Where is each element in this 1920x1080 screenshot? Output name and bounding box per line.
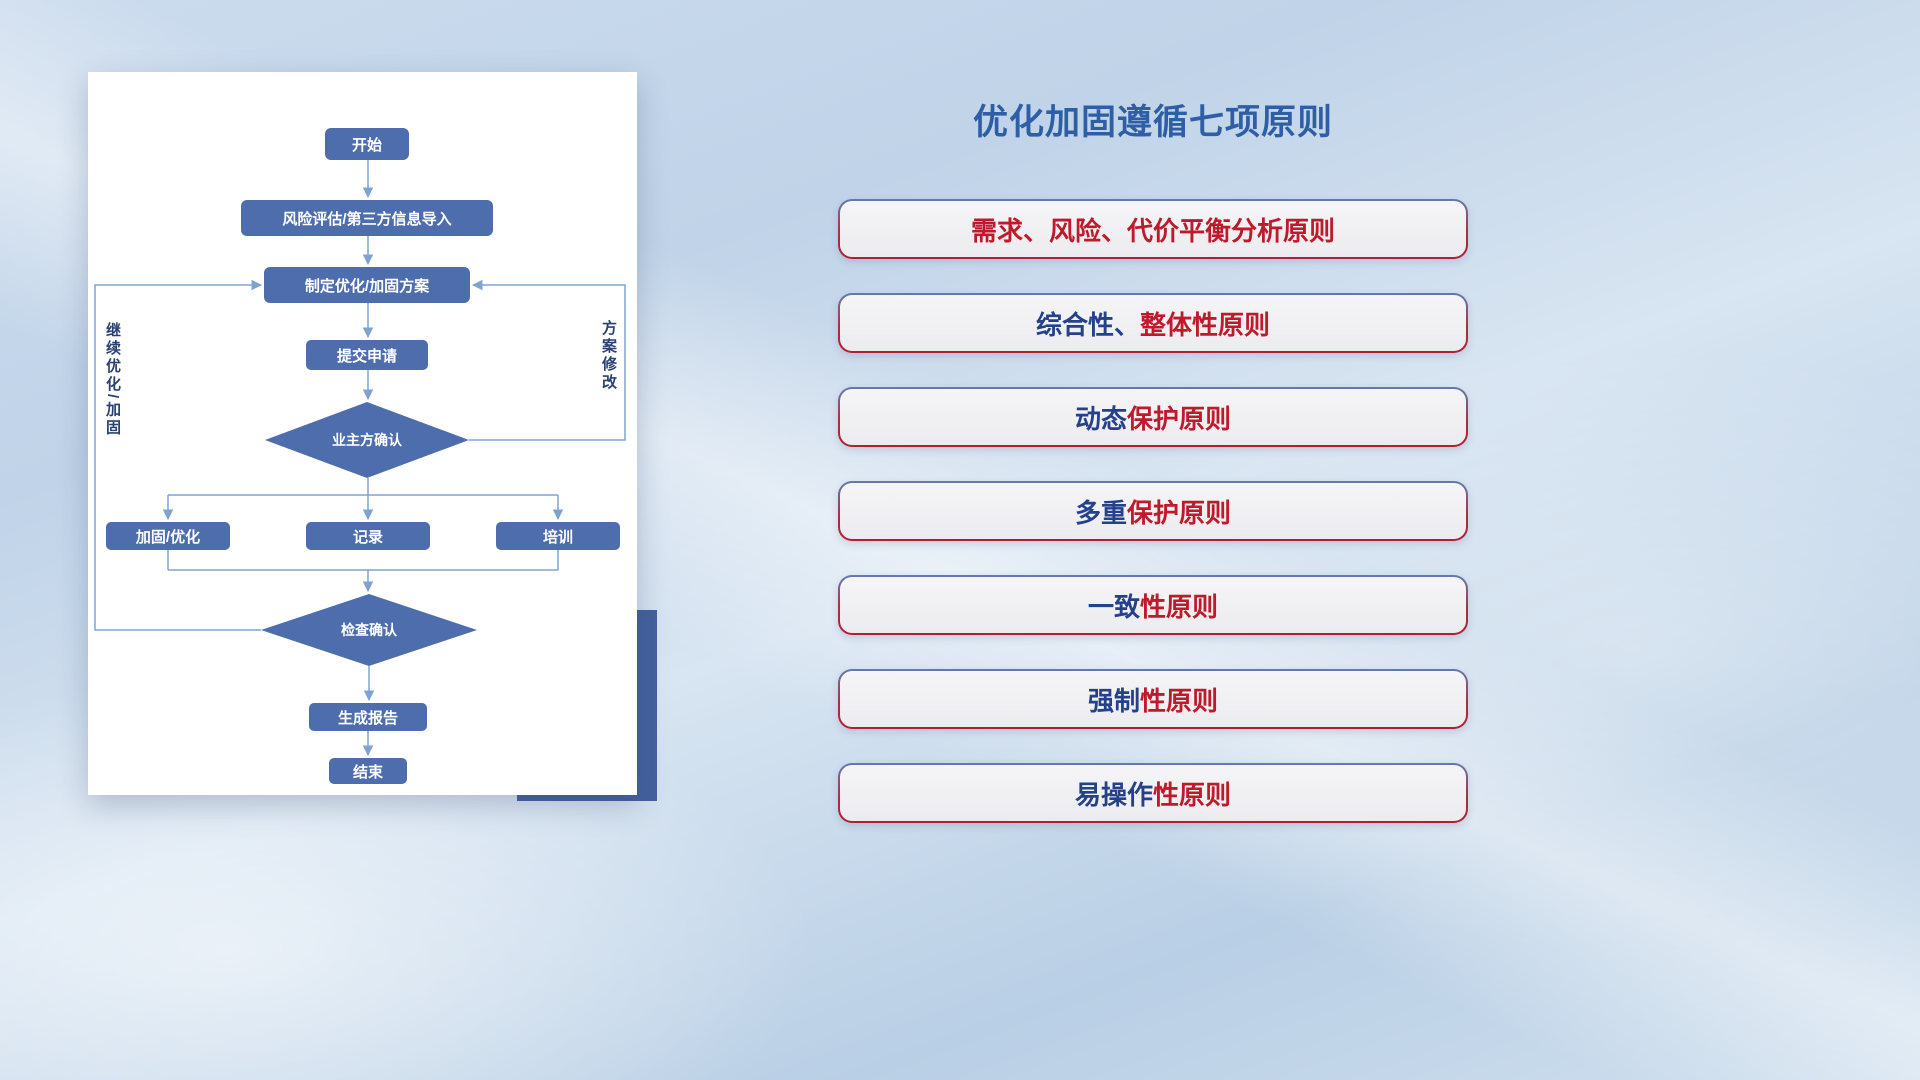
flow-node-start: 开始 [325,128,409,160]
principle-text: 性原则 [1153,779,1232,810]
principle-box: 动态保护原则 [838,387,1468,447]
flow-node-reinforce-optimize: 加固/优化 [106,522,230,550]
flow-edge-label-continue-optimize: 继续优化/加固 [104,322,121,438]
principle-box: 多重保护原则 [838,481,1468,541]
principle-text: 保护原则 [1127,497,1232,528]
principle-text: 易操作 [1074,779,1153,810]
flow-node-record: 记录 [306,522,430,550]
flowchart-card: 开始 风险评估/第三方信息导入 制定优化/加固方案 提交申请 业主方确认 加固/… [88,72,637,795]
flow-node-generate-report: 生成报告 [309,703,427,731]
principles-list: 需求、风险、代价平衡分析原则综合性、整体性原则动态保护原则多重保护原则一致性原则… [838,199,1468,823]
principle-text: 性原则 [1140,591,1219,622]
principle-text: 动态 [1074,403,1127,434]
flow-node-submit-request: 提交申请 [306,340,428,370]
flow-node-risk-import: 风险评估/第三方信息导入 [241,200,493,236]
flow-node-make-plan: 制定优化/加固方案 [264,267,470,303]
principle-text: 需求、风险、代价平衡分析原则 [970,215,1335,246]
principle-text: 多重 [1074,497,1127,528]
flow-edge-label-plan-modify: 方案修改 [600,320,617,392]
principle-box: 强制性原则 [838,669,1468,729]
principle-box: 一致性原则 [838,575,1468,635]
principle-text: 保护原则 [1127,403,1232,434]
flow-node-training: 培训 [496,522,620,550]
principles-title: 优化加固遵循七项原则 [972,103,1333,142]
principle-box: 综合性、整体性原则 [838,293,1468,353]
principle-text: 性原则 [1140,685,1219,716]
flow-connectors [94,160,626,757]
principle-text: 综合性、 [1035,309,1140,340]
principle-text: 强制 [1087,685,1140,716]
principle-text: 一致 [1087,591,1140,622]
flow-node-end: 结束 [329,758,407,784]
principle-box: 需求、风险、代价平衡分析原则 [838,199,1468,259]
principle-box: 易操作性原则 [838,763,1468,823]
principle-text: 整体性原则 [1140,309,1271,340]
